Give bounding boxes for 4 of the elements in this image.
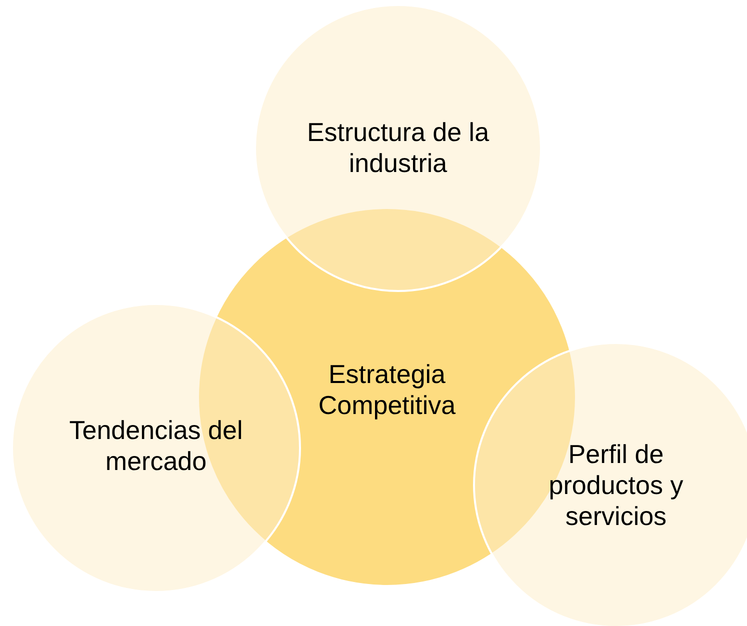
node-label: Estructura de la industria bbox=[306, 117, 490, 179]
node-label: Perfil de productos y servicios bbox=[548, 438, 684, 532]
node-label: Estrategia Competitiva bbox=[317, 359, 457, 421]
node-label: Tendencias del mercado bbox=[68, 415, 244, 477]
